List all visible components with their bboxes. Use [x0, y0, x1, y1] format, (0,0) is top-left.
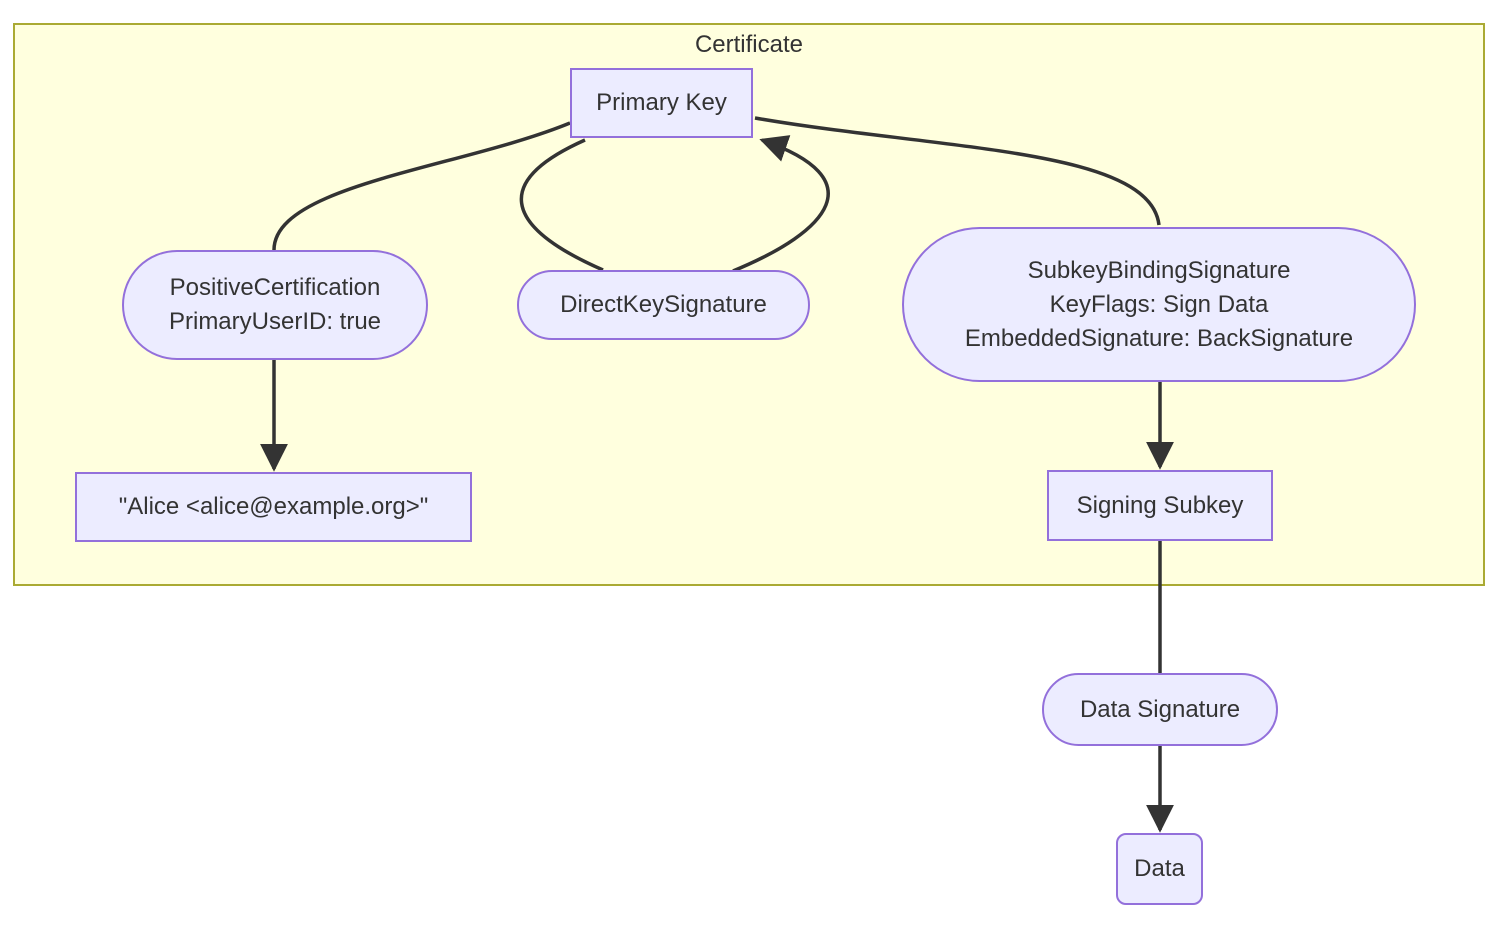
node-signing-subkey: Signing Subkey — [1047, 470, 1273, 541]
node-data: Data — [1116, 833, 1203, 905]
node-subkey-binding-signature: SubkeyBindingSignature KeyFlags: Sign Da… — [902, 227, 1416, 382]
node-label: DirectKeySignature — [560, 291, 767, 318]
edge-primarykey-to-directkeysignature — [519, 138, 604, 272]
node-label-line: KeyFlags: Sign Data — [1049, 290, 1269, 318]
subgraph-title: Certificate — [694, 31, 804, 58]
node-label: "Alice <alice@example.org>" — [118, 493, 429, 520]
node-primary-key: Primary Key — [570, 68, 753, 138]
node-label-line: PositiveCertification — [169, 274, 381, 301]
node-label-line: EmbeddedSignature: BackSignature — [964, 324, 1354, 352]
edge-directkeysignature-to-primarykey — [732, 135, 830, 273]
node-label: Primary Key — [596, 89, 727, 116]
node-positive-certification: PositiveCertification PrimaryUserID: tru… — [122, 250, 428, 360]
node-label: Data Signature — [1079, 695, 1241, 723]
edge-primarykey-to-subkeybindingsignature — [754, 116, 1161, 226]
node-data-signature: Data Signature — [1042, 673, 1278, 746]
node-user-id: "Alice <alice@example.org>" — [75, 472, 472, 542]
node-label: Signing Subkey — [1076, 491, 1244, 519]
node-label: Data — [1134, 855, 1185, 882]
node-label-line: PrimaryUserID: true — [168, 308, 382, 335]
edge-primarykey-to-positivecertification — [272, 121, 571, 251]
node-direct-key-signature: DirectKeySignature — [517, 270, 810, 340]
node-label-line: SubkeyBindingSignature — [1027, 256, 1291, 284]
